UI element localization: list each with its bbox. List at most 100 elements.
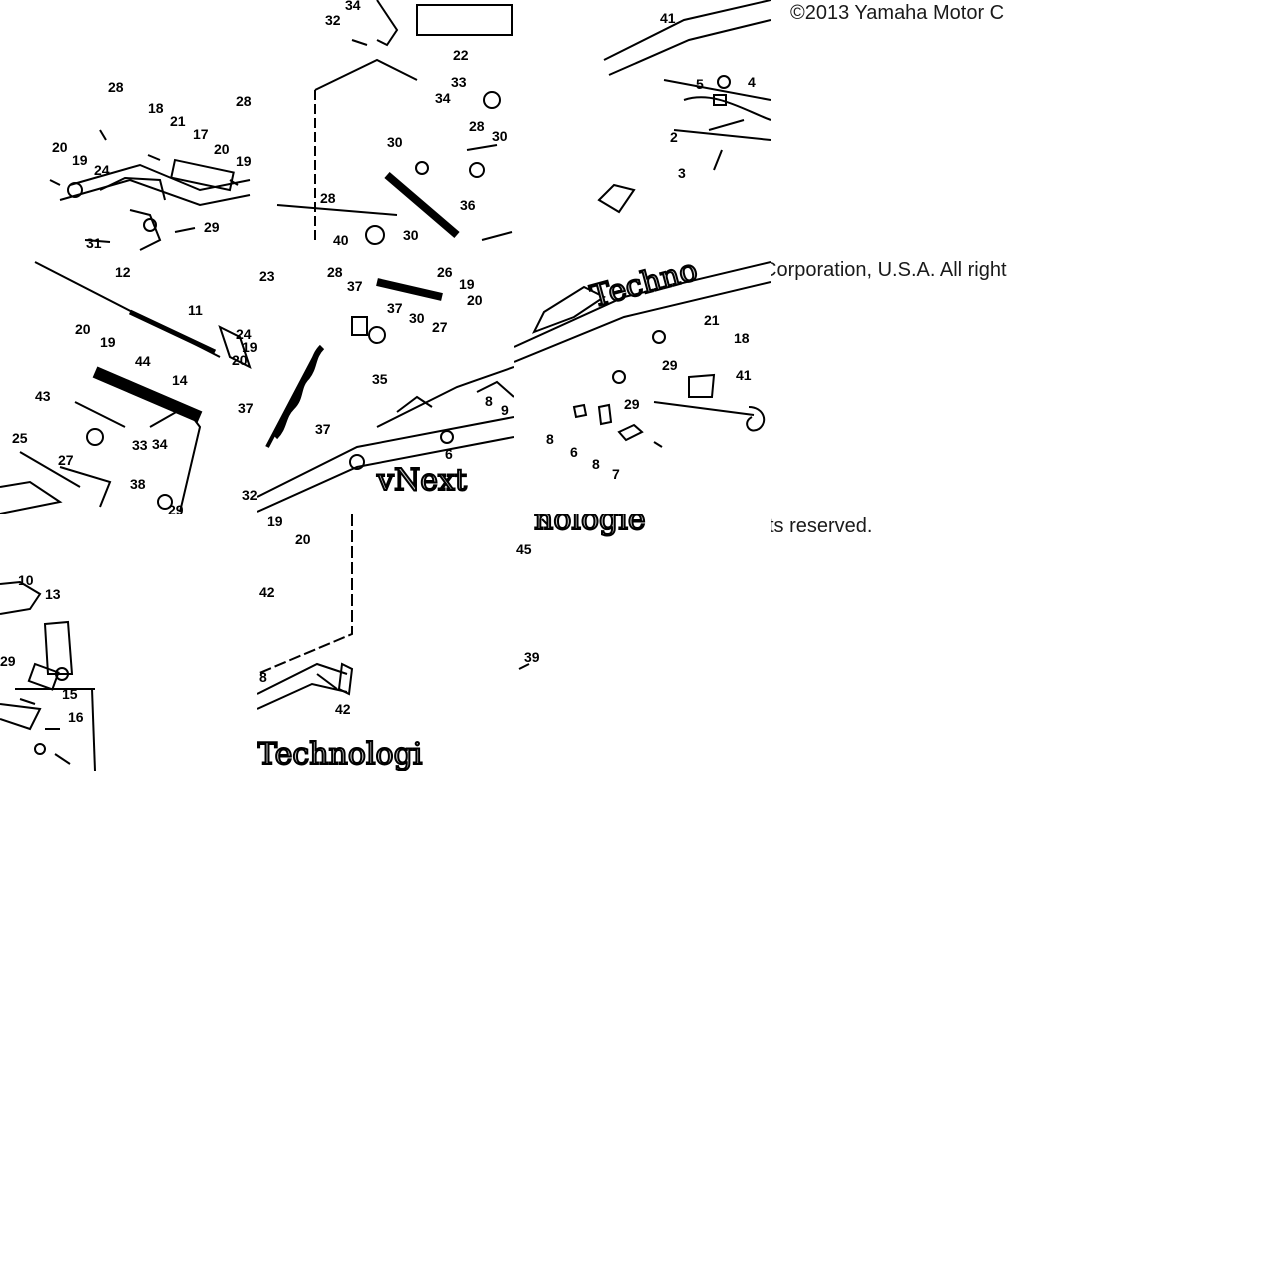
callout: 3 [678,165,686,181]
diagram-tile-bottom-middle: Technologi 19 20 42 8 42 [257,514,514,771]
diagram-tile-middle-right: Techno 21 18 29 41 29 8 6 8 7 [514,257,771,514]
callout: 30 [387,134,403,150]
callout: 34 [435,90,451,106]
callout: 33 [451,74,467,90]
copyright-line-2: Corporation, U.S.A. All right [762,259,1007,281]
callout: 20 [214,141,230,157]
callout: 40 [333,232,349,248]
callout: 22 [453,47,469,63]
callout: 6 [445,446,453,462]
watermark: Techno [587,257,701,315]
callout: 27 [58,452,74,468]
callout: 11 [188,302,203,318]
callout: 9 [501,402,509,418]
watermark: Technologi [257,737,422,771]
diagram-tile-bottom-left: 10 13 29 15 16 [0,514,257,771]
callout: 6 [570,444,578,460]
callout: 32 [325,12,341,28]
watermark: nologie [534,514,646,537]
callout: 41 [660,10,676,26]
lower-rail-drawing: Technologi 19 20 42 8 42 [257,514,423,771]
fragment-drawing: nologie 45 39 [516,514,647,670]
diagram-tile-center: vNext 23 28 37 26 19 20 37 30 27 35 37 6… [257,257,514,514]
callout: 28 [469,118,485,134]
callout: 37 [315,421,331,437]
callout: 35 [372,371,388,387]
suspension-arm-drawing: 28 18 21 17 28 20 19 24 20 19 29 31 [49,79,252,251]
callout: 15 [62,686,78,702]
callout: 24 [236,326,252,342]
callout: 8 [592,456,600,472]
callout: 8 [485,393,493,409]
callout: 18 [734,330,750,346]
callout: 29 [662,357,678,373]
callout: 28 [108,79,124,95]
callout: 30 [492,128,508,144]
callout: 31 [86,235,102,251]
diagram-tile-top-left: 28 18 21 17 28 20 19 24 20 19 29 31 [0,0,257,257]
callout: 19 [72,152,88,168]
callout: 29 [168,502,184,514]
callout: 12 [115,264,131,280]
callout: 20 [467,292,483,308]
callout: 7 [612,466,620,482]
callout: 19 [242,339,257,355]
callout: 8 [546,431,554,447]
callout: 29 [624,396,640,412]
slide-rail-drawing: 41 5 4 2 3 [597,0,771,214]
callout: 37 [238,400,254,416]
callout: 29 [204,219,220,235]
callout: 39 [524,649,540,665]
callout: 27 [432,319,448,335]
callout: 34 [345,0,361,13]
diagram-tile-top-middle: 32 34 22 33 34 30 28 30 28 36 40 30 [257,0,514,257]
callout: 34 [152,436,168,452]
callout: 18 [148,100,164,116]
callout: 32 [242,487,257,503]
callout: 44 [135,353,151,369]
callout: 30 [403,227,419,243]
callout: 42 [335,701,351,717]
diagram-tile-bottom-right: nologie 45 39 [514,514,771,771]
callout: 20 [52,139,68,155]
callout: 38 [130,476,146,492]
copyright-line-1: ©2013 Yamaha Motor C [790,2,1005,24]
front-arm-drawing: 12 11 20 19 44 14 43 27 25 33 34 38 29 3… [0,261,257,514]
callout: 23 [259,268,275,284]
callout: 37 [347,278,363,294]
callout: 42 [259,584,275,600]
callout: 20 [75,321,91,337]
callout: 24 [94,162,110,178]
callout: 21 [704,312,720,328]
callout: 20 [232,352,248,368]
callout: 19 [236,153,252,169]
shock-rod-drawing: 32 34 22 33 34 30 28 30 28 36 40 30 [276,0,513,248]
callout: 17 [193,126,209,142]
callout: 8 [259,669,267,685]
callout: 41 [736,367,752,383]
diagram-tile-top-right: 41 5 4 2 3 [514,0,771,257]
callout: 29 [0,653,16,669]
callout: 33 [132,437,148,453]
callout: 2 [670,129,678,145]
callout: 28 [236,93,252,109]
callout: 4 [748,74,756,90]
callout: 5 [696,76,704,92]
stopper-bracket-drawing: 10 13 29 15 16 [0,572,96,771]
callout: 10 [18,572,34,588]
rear-rail-drawing: Techno 21 18 29 41 29 8 6 8 7 [514,257,771,482]
callout: 45 [516,541,532,557]
watermark: vNext [376,463,467,498]
callout: 30 [409,310,425,326]
callout: 19 [100,334,116,350]
callout: 25 [12,430,28,446]
callout: 37 [387,300,403,316]
callout: 19 [459,276,475,292]
copyright-line-3: ts reserved. [768,515,873,537]
callout: 28 [327,264,343,280]
diagram-tile-middle-left: 12 11 20 19 44 14 43 27 25 33 34 38 29 3… [0,257,257,514]
callout: 21 [170,113,186,129]
callout: 26 [437,264,453,280]
callout: 16 [68,709,84,725]
shock-absorber-drawing: vNext 23 28 37 26 19 20 37 30 27 35 37 6… [257,264,514,513]
